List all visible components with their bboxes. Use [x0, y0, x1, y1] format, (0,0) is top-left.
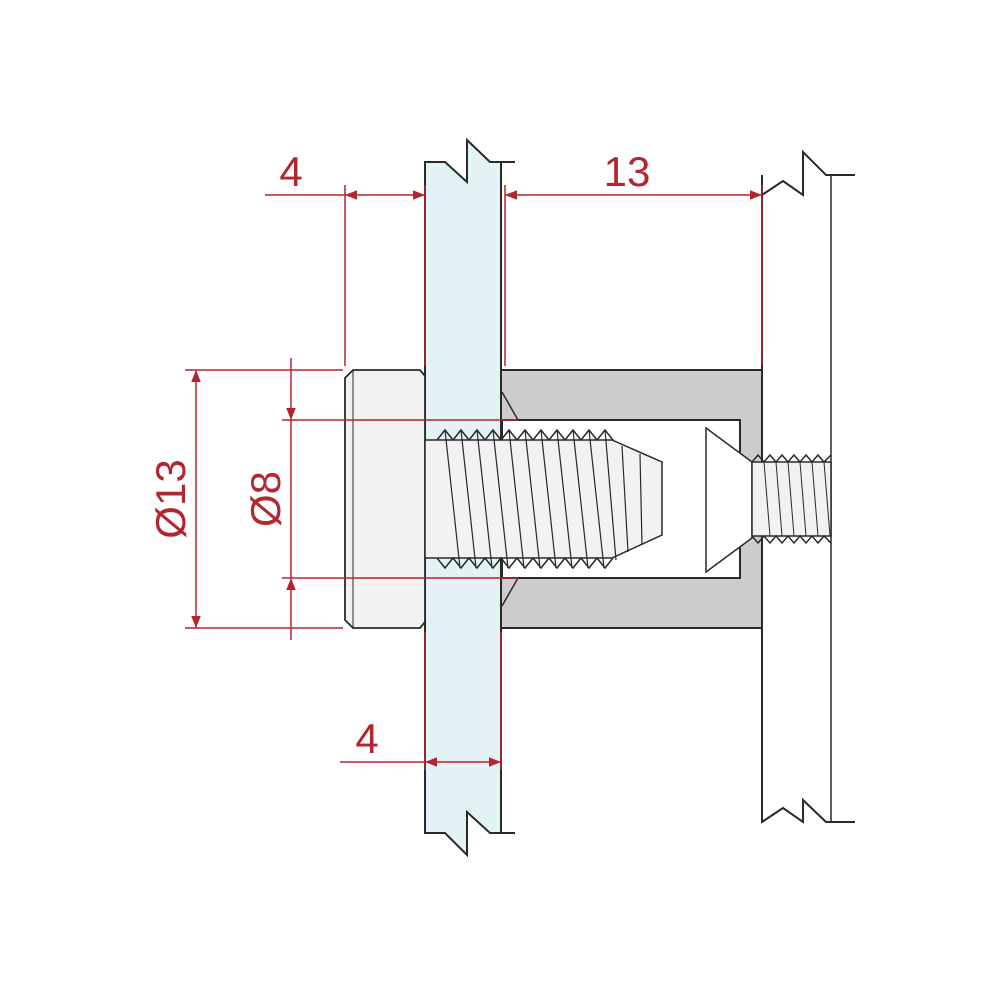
dim-label-cap-thickness: 4 — [279, 148, 302, 195]
dim-label-standoff-length: 13 — [604, 148, 651, 195]
cap — [344, 369, 426, 629]
wall-break-bottom — [761, 797, 855, 824]
dim-label-cap-diameter: Ø13 — [147, 459, 194, 538]
screw-thread-bottom — [751, 534, 832, 545]
screw-thread-lines — [763, 461, 831, 537]
wall-screw — [705, 426, 832, 574]
bolt-thread-lines — [444, 429, 643, 569]
bolt-thread-bottom — [436, 556, 614, 570]
dim-label-glass-thickness: 4 — [355, 715, 378, 762]
threaded-bolt — [424, 428, 663, 570]
dimensions — [185, 185, 763, 770]
bolt-body — [424, 439, 663, 559]
cap-body — [344, 369, 426, 629]
wall-break-top — [761, 149, 855, 197]
screw-thread-top — [751, 453, 832, 464]
dim-label-hole-diameter: Ø8 — [242, 471, 289, 527]
screw-head — [705, 426, 753, 574]
